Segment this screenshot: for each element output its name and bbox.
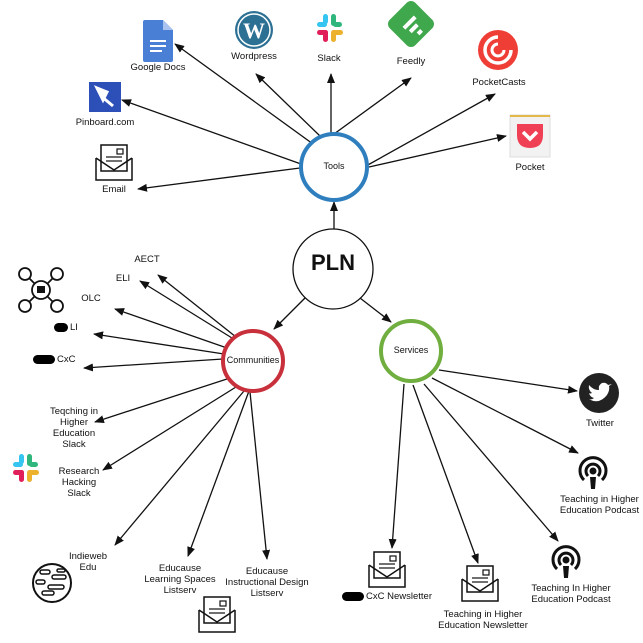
edge-pln-to-communities [273, 297, 306, 330]
community-label-indieweb[interactable]: Indieweb Edu [68, 551, 108, 573]
pln-title: PLN [311, 250, 355, 275]
services-node[interactable] [379, 319, 443, 383]
edge-serv-to-newsletter [412, 384, 479, 564]
pinboard-icon [89, 82, 121, 112]
service-label-cxc-newsletter-text: CxC Newsletter [366, 591, 432, 602]
service-label-twitter[interactable]: Twitter [586, 418, 614, 429]
communities-hub-label: Communities [226, 355, 280, 365]
tool-label-pinboard[interactable]: Pinboard.com [75, 117, 135, 128]
edge-pln-to-services [359, 297, 392, 323]
redacted-text [33, 354, 55, 364]
tool-label-pocket[interactable]: Pocket [515, 162, 545, 173]
community-label-li-text: LI [70, 322, 78, 333]
edge-comm-to-indieweb [114, 390, 245, 546]
tool-label-wordpress[interactable]: Wordpress [231, 51, 277, 62]
service-label-cxc-newsletter[interactable]: CxC Newsletter [342, 591, 432, 602]
community-label-olc[interactable]: OLC [81, 293, 101, 304]
email-icon [198, 596, 236, 633]
tool-label-slack[interactable]: Slack [317, 53, 341, 64]
community-label-instructional-design[interactable]: Educause Instructional Design Listserv [225, 566, 309, 599]
service-label-podcast-1[interactable]: Teaching in Higher Education Podcast [559, 494, 640, 516]
email-icon [368, 551, 406, 588]
pocketcasts-icon [478, 30, 518, 70]
tool-label-google-docs[interactable]: Google Docs [130, 62, 186, 73]
tool-label-feedly[interactable]: Feedly [396, 56, 426, 67]
slack-icon [13, 454, 39, 482]
slack-icon [317, 14, 343, 42]
globe-icon [32, 563, 72, 603]
email-icon [95, 144, 133, 181]
pocket-icon [509, 114, 551, 158]
communities-node[interactable] [221, 329, 285, 393]
edge-tools-to-wordpress [255, 73, 321, 137]
edge-serv-to-cxc-newsletter [388, 383, 405, 549]
tool-label-email[interactable]: Email [102, 184, 126, 195]
community-label-aect[interactable]: AECT [134, 254, 160, 265]
svg-text:W: W [243, 18, 265, 43]
edge-comm-to-learning-spaces [187, 390, 250, 557]
edge-comm-to-eli [139, 280, 233, 339]
edge-comm-to-instructional [249, 391, 271, 560]
community-label-cxc-text: CxC [57, 354, 76, 365]
community-label-research-hacking[interactable]: Research Hacking Slack [58, 466, 100, 499]
edge-tools-to-feedly [333, 77, 412, 135]
community-label-teqching-slack[interactable]: Teqching in Higher Education Slack [49, 406, 99, 450]
twitter-icon [579, 373, 619, 413]
edge-tools-to-pocket [368, 134, 507, 168]
edge-serv-to-podcast-1 [431, 377, 579, 454]
feedly-icon [388, 1, 434, 47]
redacted-text [342, 591, 364, 601]
service-label-podcast-2[interactable]: Teaching In Higher Education Podcast [531, 583, 611, 605]
edge-tools-to-pinboard [121, 99, 302, 165]
edge-tools-to-email [137, 167, 301, 192]
tools-node[interactable] [299, 132, 369, 202]
edge-tools-to-google-docs [174, 43, 314, 145]
wordpress-icon: W [235, 11, 273, 49]
podcast-icon [578, 456, 608, 489]
google-docs-icon [143, 20, 173, 62]
service-label-newsletter[interactable]: Teaching in Higher Education Newsletter [438, 609, 528, 631]
podcast-icon [551, 545, 581, 578]
community-label-li[interactable]: LI [54, 322, 78, 333]
community-label-learning-spaces[interactable]: Educause Learning Spaces Listserv [144, 563, 216, 596]
edges-group [83, 43, 579, 564]
tools-hub-label: Tools [323, 161, 345, 171]
edge-comm-to-research [102, 386, 237, 471]
tool-label-pocketcasts[interactable]: PocketCasts [472, 77, 526, 88]
edge-serv-to-podcast-2 [423, 383, 559, 542]
edge-comm-to-olc [114, 308, 228, 349]
pln-node[interactable] [292, 228, 374, 310]
edge-comm-to-cxc [83, 358, 224, 372]
redacted-text [54, 322, 68, 332]
edge-tools-to-pocketcasts [365, 93, 496, 167]
email-icon [461, 565, 499, 602]
services-hub-label: Services [393, 345, 429, 355]
edge-comm-to-teqching [94, 377, 231, 424]
community-network-icon [18, 267, 64, 313]
community-label-cxc[interactable]: CxC [33, 354, 75, 365]
edge-comm-to-li [93, 331, 225, 355]
community-label-eli[interactable]: ELI [115, 273, 131, 284]
edge-serv-to-twitter [438, 369, 578, 394]
edge-comm-to-aect [157, 274, 237, 338]
